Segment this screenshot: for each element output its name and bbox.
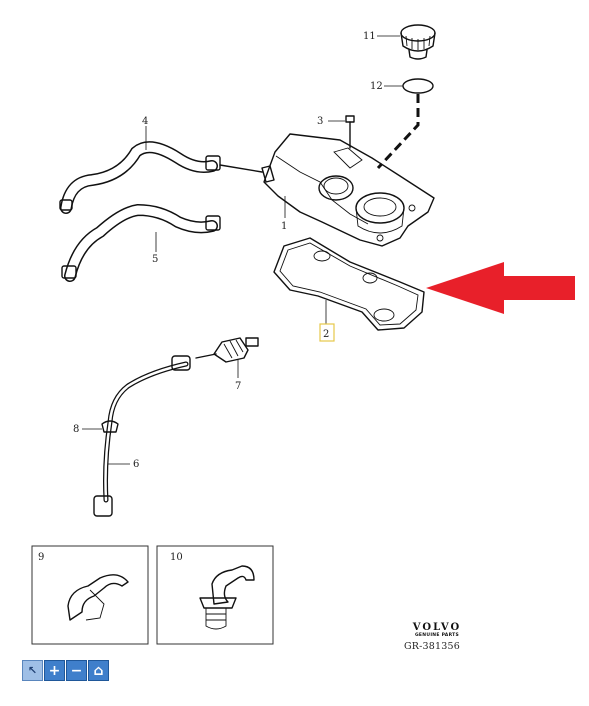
callout-9: 9: [38, 552, 44, 563]
callout-7: 7: [235, 381, 241, 392]
part-7-sensor[interactable]: [195, 337, 259, 363]
part-8-clip[interactable]: [101, 420, 119, 433]
part-9-clip[interactable]: [67, 574, 129, 621]
part-3-bolt[interactable]: [345, 115, 355, 149]
callout-10: 10: [170, 552, 183, 563]
callout-5: 5: [152, 254, 158, 265]
zoom-in-icon: +: [48, 662, 61, 679]
callout-4: 4: [142, 116, 148, 127]
zoom-in-button[interactable]: +: [44, 660, 65, 681]
callout-11: 11: [363, 31, 376, 42]
brand-sub: GENUINE PARTS: [414, 633, 460, 638]
reference-number: GR-381356: [404, 641, 461, 652]
callout-3: 3: [317, 116, 323, 127]
callout-8: 8: [73, 424, 79, 435]
home-button[interactable]: ⌂: [88, 660, 109, 681]
callout-1: 1: [281, 221, 287, 232]
zoom-out-button[interactable]: −: [66, 660, 87, 681]
part-12-o-ring[interactable]: [402, 78, 434, 94]
part-11-oil-filler-cap[interactable]: [400, 24, 436, 60]
viewer-toolbar: ↖ + − ⌂: [22, 660, 109, 681]
part-10-clip-with-stud[interactable]: [199, 565, 255, 630]
callout-2-highlight: [319, 323, 335, 342]
callout-6: 6: [133, 459, 139, 470]
part-4-upper-hose[interactable]: [59, 141, 263, 214]
part-2-gasket[interactable]: [273, 237, 425, 331]
volvo-logo: VOLVO GENUINE PARTS: [398, 622, 476, 638]
part-6-tube[interactable]: [93, 355, 191, 517]
detail-box-10: [156, 545, 274, 645]
zoom-out-icon: −: [70, 662, 83, 679]
home-icon: ⌂: [93, 662, 104, 679]
red-arrow-icon: [426, 262, 575, 314]
part-1-valve-cover[interactable]: [261, 133, 435, 247]
brand-name: VOLVO: [412, 622, 462, 633]
pointer-icon: ↖: [27, 664, 38, 677]
part-5-lower-hose[interactable]: [61, 203, 221, 282]
callout-12: 12: [370, 81, 383, 92]
detail-box-9: [31, 545, 149, 645]
callout-2: 2: [323, 329, 329, 340]
pointer-button[interactable]: ↖: [22, 660, 43, 681]
